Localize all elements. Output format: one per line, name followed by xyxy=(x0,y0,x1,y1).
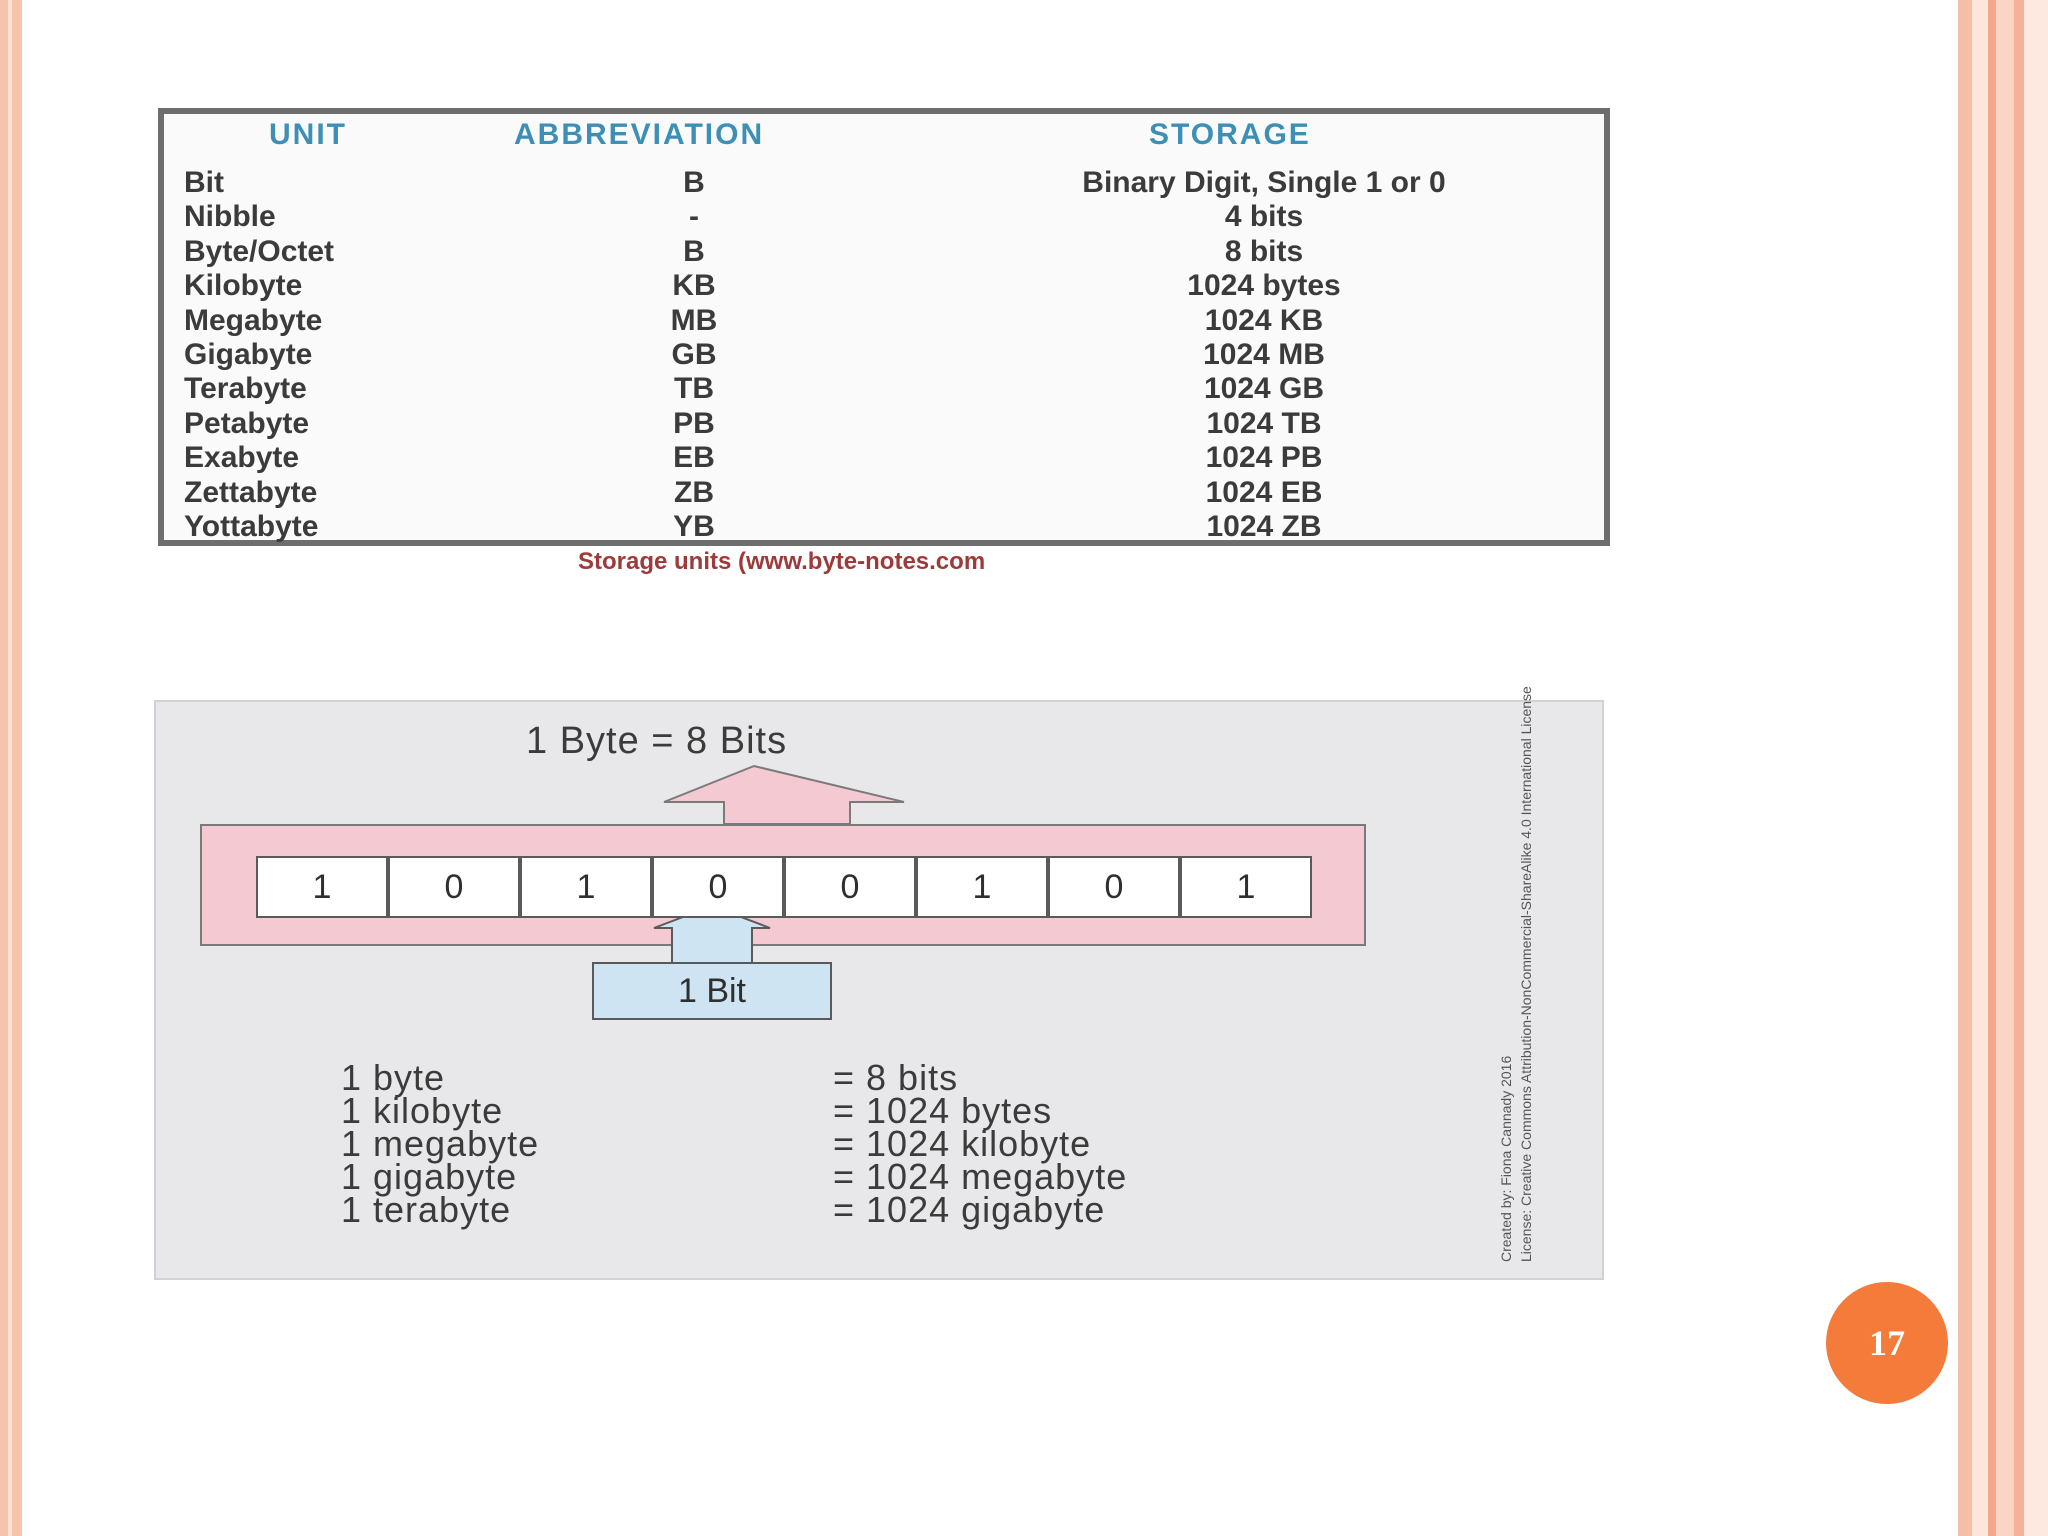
equivalence-unit: 1 gigabyte xyxy=(341,1156,518,1197)
bit-cell: 1 xyxy=(916,856,1048,918)
storage-cell: 1024 TB xyxy=(1206,406,1322,440)
abbreviation-cell: MB xyxy=(670,303,718,337)
header-storage: STORAGE xyxy=(1149,118,1311,151)
slide-right-stripe xyxy=(1988,0,1996,1536)
table-row: Megabyte MB 1024 KB xyxy=(164,304,1604,338)
equivalence-value: = 1024 kilobyte xyxy=(833,1123,1092,1164)
abbreviation-cell: B xyxy=(683,166,705,199)
diagram-title: 1 Byte = 8 Bits xyxy=(526,720,788,762)
bit-cell: 0 xyxy=(1048,856,1180,918)
header-abbreviation: ABBREVIATION xyxy=(514,118,765,151)
storage-cell: 1024 KB xyxy=(1204,303,1324,337)
abbreviation-cell: PB xyxy=(673,406,715,440)
slide-right-stripe xyxy=(1958,0,1972,1536)
table-row: Nibble - 4 bits xyxy=(164,200,1604,234)
table-row: Kilobyte KB 1024 bytes xyxy=(164,269,1604,303)
unit-cell: Petabyte xyxy=(184,406,310,440)
unit-cell: Zettabyte xyxy=(184,475,318,509)
abbreviation-cell: YB xyxy=(673,509,715,543)
slide-right-stripe xyxy=(2014,0,2024,1536)
unit-cell: Exabyte xyxy=(184,441,300,475)
equivalence-value: = 8 bits xyxy=(833,1057,959,1098)
table-row: Gigabyte GB 1024 MB xyxy=(164,338,1604,372)
bit-cell: 1 xyxy=(1180,856,1312,918)
abbreviation-cell: ZB xyxy=(674,475,714,509)
bit-cell: 0 xyxy=(784,856,916,918)
equivalence-unit: 1 terabyte xyxy=(341,1189,512,1230)
table-caption: Storage units (www.byte-notes.com xyxy=(578,548,986,575)
storage-cell: 1024 ZB xyxy=(1206,509,1322,543)
bit-cell: 0 xyxy=(388,856,520,918)
unit-cell: Nibble xyxy=(184,200,276,234)
storage-cell: 1024 GB xyxy=(1203,372,1325,406)
bit-label: 1 Bit xyxy=(592,962,832,1020)
credit-line-2: License: Creative Commons Attribution-No… xyxy=(1518,686,1534,1262)
byte-arrow xyxy=(663,764,905,825)
credit-line-1: Created by: Fiona Cannady 2016 xyxy=(1498,1055,1514,1262)
abbreviation-cell: KB xyxy=(672,269,716,303)
unit-cell: Yottabyte xyxy=(184,509,319,543)
unit-cell: Gigabyte xyxy=(184,337,313,371)
unit-cell: Bit xyxy=(184,166,224,199)
equivalence-value: = 1024 gigabyte xyxy=(833,1189,1106,1230)
storage-cell: 1024 MB xyxy=(1203,337,1325,371)
table-row: Terabyte TB 1024 GB xyxy=(164,372,1604,406)
bit-cell: 0 xyxy=(652,856,784,918)
table-row: Bit B Binary Digit, Single 1 or 0 xyxy=(164,166,1604,200)
storage-cell: 4 bits xyxy=(1224,200,1304,234)
arrows-layer xyxy=(653,764,905,965)
unit-cell: Byte/Octet xyxy=(184,234,335,268)
slide-right-stripe xyxy=(1972,0,1988,1536)
abbreviation-cell: TB xyxy=(674,372,714,406)
equivalence-unit: 1 kilobyte xyxy=(341,1090,504,1131)
bit-cell: 1 xyxy=(520,856,652,918)
unit-cell: Kilobyte xyxy=(184,269,303,303)
equivalence-unit: 1 byte xyxy=(341,1057,446,1098)
storage-cell: 1024 PB xyxy=(1205,441,1323,475)
abbreviation-cell: GB xyxy=(671,337,717,371)
unit-cell: Megabyte xyxy=(184,303,323,337)
table-row: Petabyte PB 1024 TB xyxy=(164,407,1604,441)
diagram-credit: Created by: Fiona Cannady 2016 License: … xyxy=(1496,686,1546,1262)
storage-cell: 1024 EB xyxy=(1205,475,1323,509)
slide-left-border xyxy=(0,0,22,1536)
header-unit: UNIT xyxy=(269,118,347,151)
equivalence-unit: 1 megabyte xyxy=(341,1123,540,1164)
table-row: Yottabyte YB 1024 ZB xyxy=(164,510,1604,544)
abbreviation-cell: EB xyxy=(673,441,715,475)
bit-cell: 1 xyxy=(256,856,388,918)
abbreviation-cell: B xyxy=(683,234,705,268)
slide-right-stripe xyxy=(2024,0,2048,1536)
page-number-badge: 17 xyxy=(1826,1282,1948,1404)
equivalence-value: = 1024 bytes xyxy=(833,1090,1053,1131)
equivalence-value: = 1024 megabyte xyxy=(833,1156,1128,1197)
slide-right-stripe xyxy=(1996,0,2014,1536)
unit-cell: Terabyte xyxy=(184,372,307,406)
table-row: Zettabyte ZB 1024 EB xyxy=(164,476,1604,510)
storage-cell: 1024 bytes xyxy=(1187,269,1341,303)
storage-cell: 8 bits xyxy=(1224,234,1304,268)
table-row: Byte/Octet B 8 bits xyxy=(164,235,1604,269)
abbreviation-cell: - xyxy=(689,200,699,234)
table-row: Exabyte EB 1024 PB xyxy=(164,441,1604,475)
storage-cell: Binary Digit, Single 1 or 0 xyxy=(1082,166,1446,199)
